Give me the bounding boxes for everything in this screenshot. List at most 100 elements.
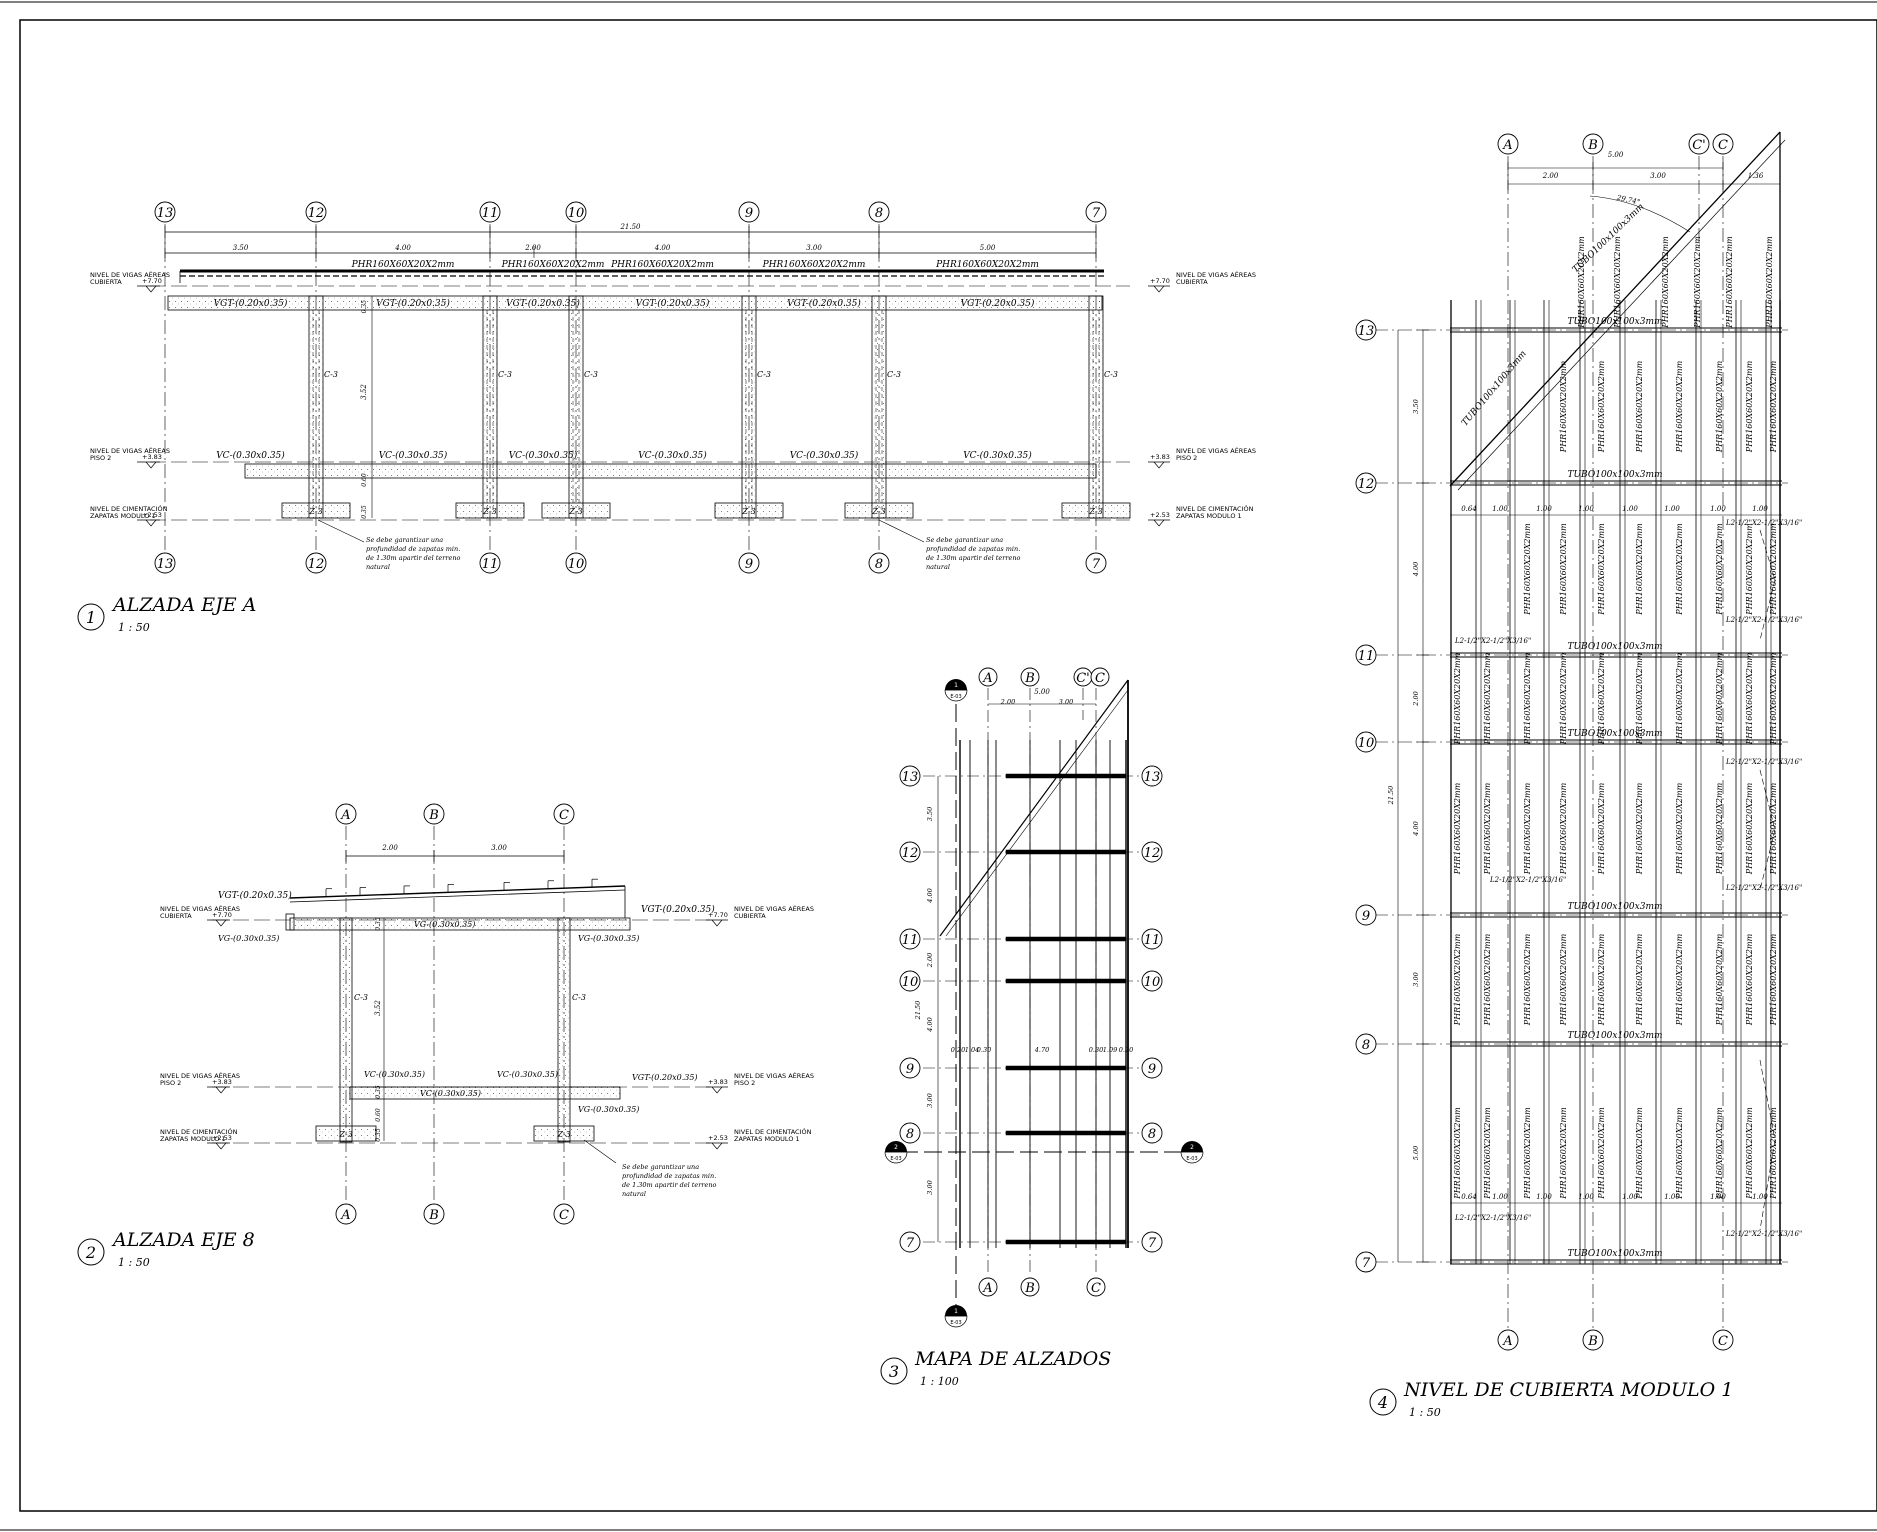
purlin-label: PHR160X60X20X2mm xyxy=(1675,933,1684,1026)
beam-plan xyxy=(1005,773,1127,779)
level-triangle xyxy=(711,1086,723,1094)
grid-bubble-circle xyxy=(1020,1277,1040,1297)
column-c3 xyxy=(482,295,498,519)
grid-bubble-circle xyxy=(479,552,501,574)
grid-bubble-circle xyxy=(423,803,445,825)
bay-dimension: 1.00 xyxy=(1710,1193,1726,1201)
grid-bubble-B: B xyxy=(423,1203,445,1225)
grid-bubble-10: 10 xyxy=(1141,970,1163,992)
beam-vgt-label: VGT-(0.20x0.35) xyxy=(214,298,288,309)
dimension-vertical: 0.60 xyxy=(361,473,368,487)
grid-bubble-label: A xyxy=(982,1281,992,1296)
section-number: 2 xyxy=(894,1144,898,1151)
dimension-span: 0.30 xyxy=(977,1046,991,1054)
grid-bubble-9: 9 xyxy=(899,1057,921,1079)
grid-bubble-8: 8 xyxy=(1355,1033,1377,1055)
grid-bubble-C: C xyxy=(1712,1329,1734,1351)
grid-bubble-circle xyxy=(1141,841,1163,863)
beam-vgt-label: VGT-(0.20x0.35) xyxy=(506,298,580,309)
grid-bubble-circle xyxy=(1582,133,1604,155)
purlin-label: PHR160X60X20X2mm xyxy=(1453,652,1462,745)
grid-bubble-label: A xyxy=(340,808,350,823)
grid-bubble-A: A xyxy=(335,1203,357,1225)
level-name: NIVEL DE CIMENTACIÓN xyxy=(734,1127,812,1136)
section-marker-1-top: 1E-03 xyxy=(944,679,968,702)
purlin-label: PHR160X60X20X2mm xyxy=(1675,652,1684,745)
grid-bubble-label: 11 xyxy=(482,206,499,221)
grid-bubble-label: A xyxy=(1502,1334,1512,1349)
brace-diagonal xyxy=(1759,1059,1776,1141)
foundation-note: natural xyxy=(622,1190,646,1198)
grid-bubble-label: 9 xyxy=(745,206,753,221)
grid-bubble-circle xyxy=(1020,667,1040,687)
grid-bubble-label: 11 xyxy=(902,933,919,948)
grid-bubble-circle xyxy=(899,1057,921,1079)
section-marker-2-left: 2E-03 xyxy=(884,1141,908,1164)
grid-bubble-B: B xyxy=(1582,1329,1604,1351)
grid-bubble-circle xyxy=(868,552,890,574)
footing-label: Z-3 xyxy=(308,507,322,516)
purlin-label: PHR160X60X20X2mm xyxy=(1559,523,1568,616)
purlin-label: PHR160X60X20X2mm xyxy=(1483,782,1492,875)
dimension-span: 0.30 xyxy=(1089,1046,1103,1054)
purlin-label: PHR160X60X20X2mm xyxy=(1745,652,1754,745)
purlin-label: PHR160X60X20X2mm xyxy=(1715,1107,1724,1200)
level-elevation: +3.83 xyxy=(142,453,162,461)
grid-bubble-label: 9 xyxy=(745,557,753,572)
grid-bubble-7: 7 xyxy=(1085,201,1107,223)
level-elevation: +2.53 xyxy=(212,1134,232,1142)
footing-z3 xyxy=(1061,502,1131,519)
grid-bubble-circle xyxy=(305,201,327,223)
grid-bubble-circle xyxy=(1355,319,1377,341)
grid-bubble-11: 11 xyxy=(1355,644,1377,666)
level-name: ZAPATAS MODULO 1 xyxy=(734,1135,800,1143)
grid-bubble-10: 10 xyxy=(899,970,921,992)
roof-slope xyxy=(289,885,626,899)
grid-bubble-circle xyxy=(1085,201,1107,223)
foundation-note: natural xyxy=(366,563,390,571)
grid-bubble-10: 10 xyxy=(565,552,587,574)
brace-label: L2-1/2"X2-1/2"X3/16" xyxy=(1725,1230,1802,1238)
grid-bubble-label: A xyxy=(340,1208,350,1223)
grid-bubble-label: 10 xyxy=(568,206,585,221)
grid-bubble-label: 10 xyxy=(902,975,919,990)
grid-bubble-12: 12 xyxy=(305,552,327,574)
dimension-span: 4.00 xyxy=(1412,821,1420,836)
dimension-span: 2.00 xyxy=(524,244,541,252)
level-elevation: +3.83 xyxy=(1150,453,1170,461)
grid-bubble-13: 13 xyxy=(154,201,176,223)
grid-bubble-label: 10 xyxy=(1358,736,1375,751)
purlin-label: PHR160X60X20X2mm xyxy=(501,260,605,270)
grid-bubble-11: 11 xyxy=(479,201,501,223)
beam-vgt-label: VGT-(0.20x0.35) xyxy=(636,298,710,309)
grid-bubble-circle xyxy=(1141,1057,1163,1079)
purlin-label: PHR160X60X20X2mm xyxy=(1523,782,1532,875)
grid-bubble-label: 13 xyxy=(902,770,919,785)
footing-z3 xyxy=(714,502,784,519)
dimension-span: 0.20 xyxy=(1119,1046,1133,1054)
column-label: C-3 xyxy=(354,993,368,1002)
foundation-note: profundidad de zapatas min. xyxy=(622,1172,716,1180)
grid-bubble-label: C' xyxy=(1692,138,1706,153)
bay-dimension: 1.00 xyxy=(1578,1193,1594,1201)
dimension-span: 0.20 xyxy=(951,1046,965,1054)
grid-bubble-label: 8 xyxy=(1148,1127,1156,1142)
purlin-label: PHR160X60X20X2mm xyxy=(1483,652,1492,745)
dimension-span: 4.00 xyxy=(654,244,671,252)
section-marker-head xyxy=(885,1141,907,1152)
grid-bubble-label: 11 xyxy=(1358,649,1375,664)
brace-diagonal xyxy=(1759,1139,1776,1231)
grid-bubble-circle xyxy=(1355,1033,1377,1055)
grid-bubble-circle xyxy=(305,552,327,574)
purlin-label: PHR160X60X20X2mm xyxy=(1635,523,1644,616)
foundation-note: de 1.30m apartir del terreno xyxy=(622,1181,717,1189)
dimension-span: 2.00 xyxy=(1000,698,1015,706)
grid-bubble-label: 7 xyxy=(1092,557,1101,572)
grid-bubble-12: 12 xyxy=(899,841,921,863)
purlin-label: PHR160X60X20X2mm xyxy=(1597,782,1606,875)
angle-arc xyxy=(1589,195,1691,233)
view-number-3: 3 xyxy=(889,1362,899,1381)
footing-z3 xyxy=(281,502,351,519)
grid-bubble-circle xyxy=(899,928,921,950)
